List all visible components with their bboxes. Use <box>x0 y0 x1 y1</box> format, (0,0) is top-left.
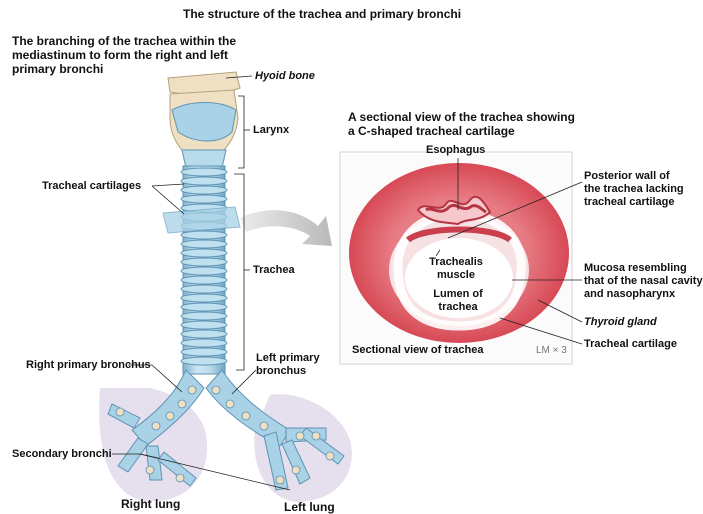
direction-arrow <box>240 210 332 246</box>
mucosa-label: Mucosa resembling that of the nasal cavi… <box>584 262 703 301</box>
trachealis-line: Trachealis <box>426 256 486 269</box>
bronchus-ring <box>276 476 284 484</box>
right-heading: A sectional view of the trachea showing … <box>348 110 598 138</box>
bronchus-ring <box>292 466 300 474</box>
cartilage-ring <box>181 177 227 185</box>
lumen-line: Lumen of <box>428 288 488 301</box>
hyoid-bone-label: Hyoid bone <box>255 70 315 83</box>
tracheal-cross-section <box>349 163 569 343</box>
cartilage-ring <box>181 168 227 176</box>
right-lung-label: Right lung <box>121 498 180 511</box>
mucosa-line: Mucosa resembling <box>584 262 703 275</box>
right-heading-line: A sectional view of the trachea showing <box>348 110 598 124</box>
bronchus-ring <box>166 412 174 420</box>
esophagus-label: Esophagus <box>426 144 485 157</box>
mucosa-line: that of the nasal cavity <box>584 275 703 288</box>
larynx-shape <box>170 90 238 168</box>
bronchus-ring <box>178 400 186 408</box>
posterior-wall-line: Posterior wall of <box>584 170 684 183</box>
left-lung-label: Left lung <box>284 501 335 514</box>
bronchus-ring <box>312 432 320 440</box>
cartilage-ring <box>181 303 227 311</box>
cartilage-ring <box>181 330 227 338</box>
bronchus-ring <box>260 422 268 430</box>
cartilage-ring <box>181 312 227 320</box>
left-primary-bronchus-label: bronchus <box>256 365 306 378</box>
bronchus-ring <box>326 452 334 460</box>
trachea-label: Trachea <box>253 264 295 277</box>
cartilage-ring <box>181 357 227 365</box>
bronchus-ring <box>212 386 220 394</box>
left-heading-line: The branching of the trachea within the <box>12 34 252 48</box>
left-heading-line: mediastinum to form the right and left <box>12 48 252 62</box>
figure-title: The structure of the trachea and primary… <box>183 8 461 21</box>
left-primary-bronchus-label: Left primary <box>256 352 320 365</box>
bronchus-ring <box>176 474 184 482</box>
right-primary-bronchus-label: Right primary bronchus <box>26 359 151 372</box>
left-heading-line: primary bronchi <box>12 62 252 76</box>
bronchus-ring <box>152 422 160 430</box>
cartilage-ring <box>181 321 227 329</box>
cartilage-ring <box>181 294 227 302</box>
section-caption: Sectional view of trachea <box>352 344 483 357</box>
bronchus-ring <box>226 400 234 408</box>
left-heading: The branching of the trachea within the … <box>12 34 252 76</box>
thyroid-gland-label: Thyroid gland <box>584 316 657 329</box>
bronchus-ring <box>242 412 250 420</box>
cartilage-ring <box>181 267 227 275</box>
right-heading-line: a C-shaped tracheal cartilage <box>348 124 598 138</box>
cartilage-ring <box>181 186 227 194</box>
cartilage-ring <box>181 258 227 266</box>
cartilage-ring <box>181 348 227 356</box>
bronchus-ring <box>188 386 196 394</box>
tracheal-cartilages-label: Tracheal cartilages <box>42 180 141 193</box>
magnification-label: LM × 3 <box>536 344 567 357</box>
bronchus-ring <box>146 466 154 474</box>
cartilage-ring <box>181 285 227 293</box>
posterior-wall-line: tracheal cartilage <box>584 196 684 209</box>
larynx-label: Larynx <box>253 124 289 137</box>
trachealis-muscle-label: Trachealis muscle <box>426 256 486 282</box>
bronchus-ring <box>296 432 304 440</box>
posterior-wall-label: Posterior wall of the trachea lacking tr… <box>584 170 684 209</box>
cartilage-ring <box>181 249 227 257</box>
posterior-wall-line: the trachea lacking <box>584 183 684 196</box>
secondary-bronchi-label: Secondary bronchi <box>12 448 112 461</box>
cartilage-ring <box>181 231 227 239</box>
cartilage-ring <box>181 195 227 203</box>
lumen-label: Lumen of trachea <box>428 288 488 314</box>
cartilage-ring <box>181 276 227 284</box>
cartilage-ring <box>181 240 227 248</box>
mucosa-line: and nasopharynx <box>584 288 703 301</box>
trachealis-line: muscle <box>426 269 486 282</box>
section-plane <box>163 207 240 233</box>
cartilage-ring <box>181 339 227 347</box>
tracheal-cartilage-label: Tracheal cartilage <box>584 338 677 351</box>
lumen-line: trachea <box>428 301 488 314</box>
bronchus-ring <box>116 408 124 416</box>
